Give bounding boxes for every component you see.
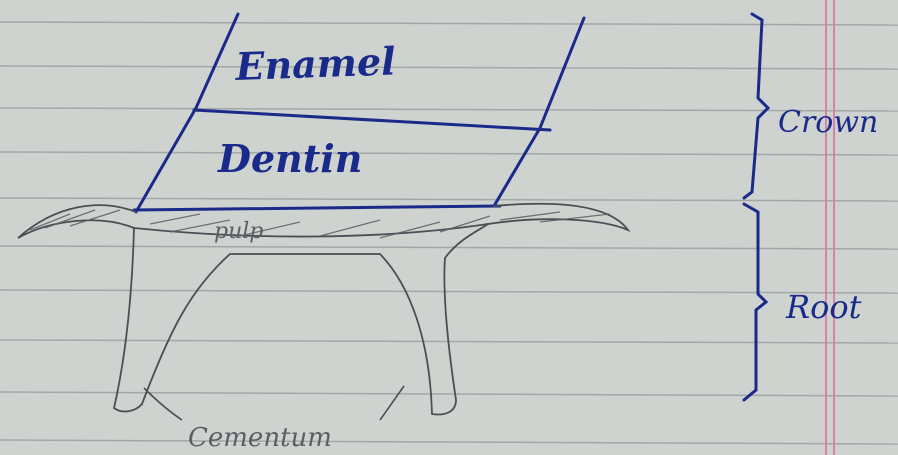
pulp-hatching: [30, 210, 610, 238]
cementum-pointer-right: [380, 386, 404, 420]
crown-bracket: [744, 14, 768, 198]
root-bracket: [744, 204, 766, 400]
enamel-dentin-boundary: [194, 110, 550, 130]
label-pulp: pulp: [214, 219, 263, 244]
label-dentin: Dentin: [217, 136, 362, 181]
crown-base-line: [134, 206, 500, 210]
label-crown: Crown: [778, 105, 878, 140]
left-root-outer: [114, 228, 142, 411]
right-root-outer: [432, 224, 488, 414]
crown-right-edge: [494, 18, 584, 206]
label-cementum: Cementum: [188, 423, 332, 453]
label-enamel: Enamel: [234, 38, 397, 89]
cementum-pointers: [144, 386, 404, 420]
root-outline: [114, 224, 488, 414]
inner-arch: [142, 254, 432, 414]
label-root: Root: [785, 288, 862, 326]
right-wing: [488, 204, 628, 230]
pulp-lower-edge: [134, 224, 488, 237]
